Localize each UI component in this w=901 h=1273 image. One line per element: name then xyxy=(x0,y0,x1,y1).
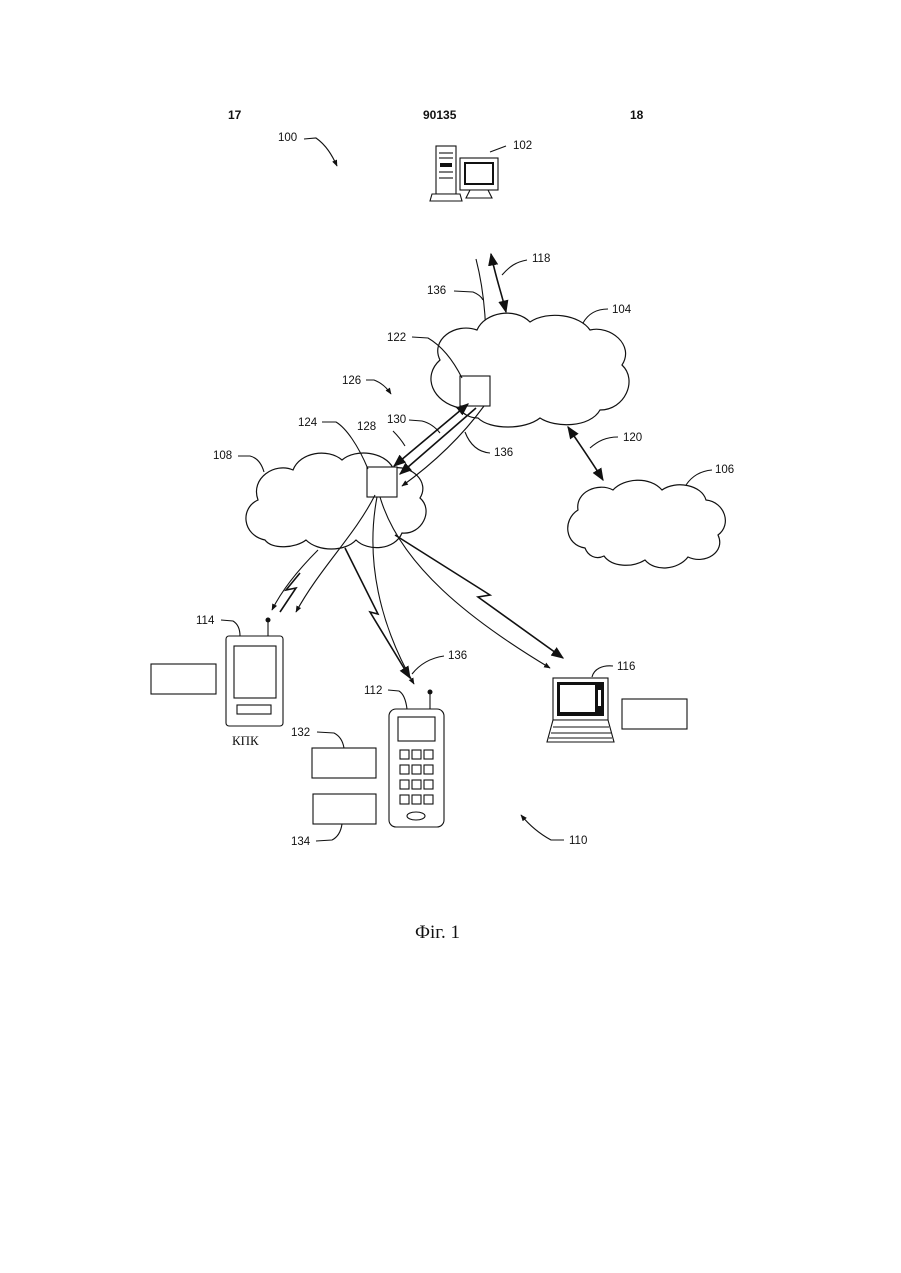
ref-136-bottom-leader xyxy=(412,656,444,674)
desktop-computer-icon xyxy=(430,146,498,201)
ref-124: 124 xyxy=(298,417,318,429)
module-134-box xyxy=(313,794,376,824)
pda-icon xyxy=(226,618,283,727)
ref-110: 110 xyxy=(569,835,587,847)
header-doc-number: 90135 xyxy=(423,108,457,122)
ref-136-top-leader xyxy=(454,291,483,300)
ref-106-leader xyxy=(686,470,712,485)
pda-module-box xyxy=(151,664,216,694)
ref-132: 132 xyxy=(291,727,310,739)
lightning-wireless-icon-pda xyxy=(280,573,300,612)
ref-110-arrow xyxy=(521,815,564,840)
header-left-page: 17 xyxy=(228,108,242,122)
link-130-arrow xyxy=(400,408,476,474)
ref-106: 106 xyxy=(715,464,734,476)
ref-102: 102 xyxy=(513,140,532,152)
ref-136-mid: 136 xyxy=(494,447,513,459)
ref-108-leader xyxy=(238,456,264,472)
cloud-icon-106 xyxy=(568,480,726,568)
pda-label: КПК xyxy=(232,733,259,748)
ref-122: 122 xyxy=(387,332,406,344)
ref-116: 116 xyxy=(617,661,635,673)
ref-126-arrow xyxy=(366,380,391,394)
ref-136-mid-leader xyxy=(465,432,490,453)
link-120-arrow xyxy=(568,427,603,480)
ref-114: 114 xyxy=(196,615,215,627)
laptop-icon xyxy=(547,678,614,742)
ref-118: 118 xyxy=(532,253,550,265)
ref-104-leader xyxy=(583,309,608,323)
mobile-phone-icon xyxy=(389,690,444,828)
lightning-wireless-icon-laptop xyxy=(395,535,563,658)
ref-118-leader xyxy=(502,260,527,275)
ref-134: 134 xyxy=(291,836,311,848)
module-132-box xyxy=(312,748,376,778)
ref-116-leader xyxy=(592,666,613,677)
ref-130: 130 xyxy=(387,414,406,426)
header-right-page: 18 xyxy=(630,108,644,122)
router-node-icon-122 xyxy=(460,376,490,406)
ref-112: 112 xyxy=(364,685,382,697)
ref-104: 104 xyxy=(612,304,632,316)
ref-126: 126 xyxy=(342,375,361,387)
link-118-arrow xyxy=(491,254,506,312)
cloud-icon-108 xyxy=(246,453,426,549)
ref-132-leader xyxy=(317,732,344,748)
ref-120: 120 xyxy=(623,432,642,444)
ref-128-leader xyxy=(393,431,405,446)
ref-102-leader xyxy=(490,146,506,152)
ref-108: 108 xyxy=(213,450,232,462)
laptop-module-box xyxy=(622,699,687,729)
figure-caption: Фіг. 1 xyxy=(415,922,460,943)
ref-136-top: 136 xyxy=(427,285,446,297)
ref-100-arrow xyxy=(304,138,337,166)
ref-134-leader xyxy=(316,824,342,841)
ref-112-leader xyxy=(388,690,407,709)
router-node-icon-124 xyxy=(367,467,397,497)
ref-128: 128 xyxy=(357,421,376,433)
ref-120-leader xyxy=(590,437,618,448)
ref-136-bottom: 136 xyxy=(448,650,467,662)
ref-100: 100 xyxy=(278,132,297,144)
ref-114-leader xyxy=(221,620,240,636)
